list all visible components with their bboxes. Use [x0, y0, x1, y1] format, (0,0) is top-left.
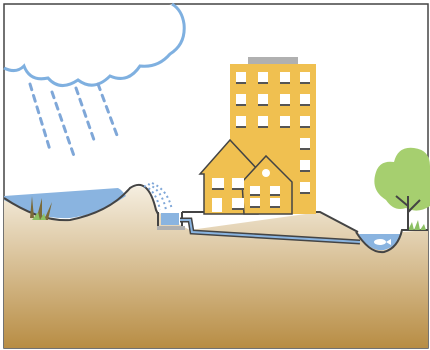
- tree: [374, 148, 430, 230]
- rain: [30, 84, 118, 156]
- grass-right: [408, 220, 426, 230]
- cloud: [4, 4, 184, 86]
